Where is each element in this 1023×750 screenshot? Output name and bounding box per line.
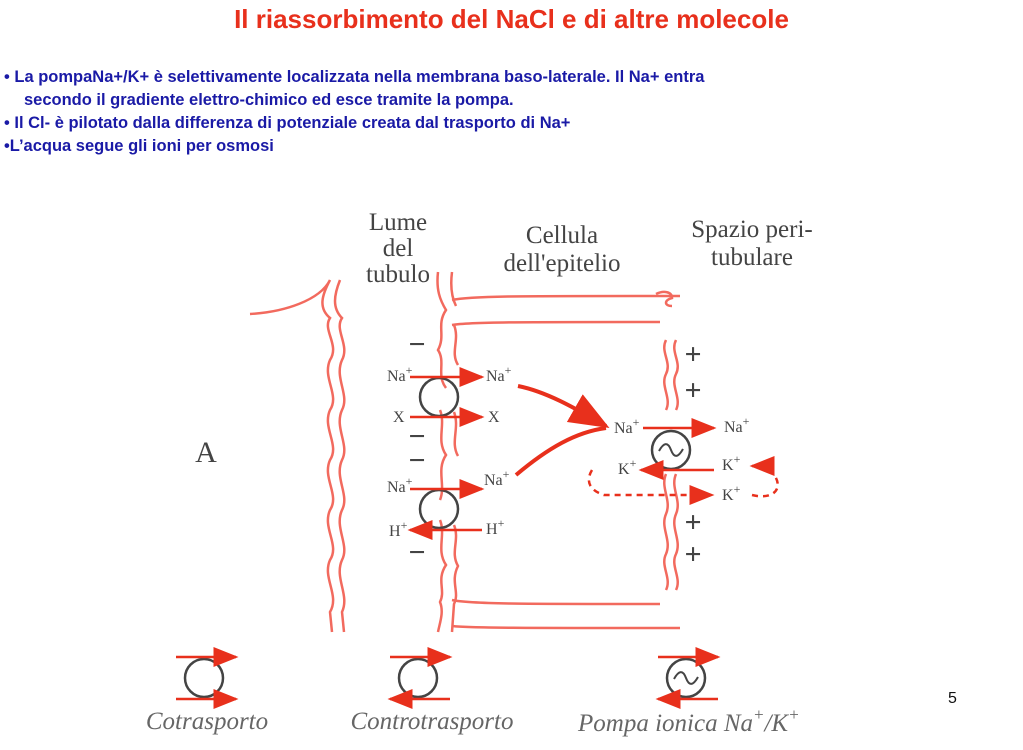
svg-text:−: − <box>408 328 425 361</box>
pump-wave-icon <box>673 671 699 685</box>
label-h-lumen: H+ <box>389 518 408 540</box>
transporter-circle <box>418 488 460 530</box>
svg-text:−: − <box>408 420 425 453</box>
pump-wave-icon <box>658 443 684 457</box>
legend-countertransport: Controtrasporto <box>350 647 514 735</box>
basolateral-charges: + + + + <box>684 338 701 571</box>
bullet-item-1: • La pompaNa+/K+ è selettivamente locali… <box>4 68 705 86</box>
label-h-cell: H+ <box>486 516 505 538</box>
svg-text:dell'epitelio: dell'epitelio <box>504 250 621 277</box>
svg-text:+: + <box>684 506 701 539</box>
label-na-pump-out: Na+ <box>724 414 750 436</box>
svg-text:tubulo: tubulo <box>366 261 430 288</box>
na-flow-arrows <box>514 384 610 477</box>
na-flow-arrow-top <box>517 384 610 428</box>
svg-text:del: del <box>383 235 414 262</box>
svg-text:−: − <box>408 536 425 569</box>
svg-text:+: + <box>684 338 701 371</box>
label-k-pump-in: K+ <box>618 456 637 478</box>
bullet-item-2: • Il Cl- è pilotato dalla differenza di … <box>4 114 571 132</box>
label-na-pump-in: Na+ <box>614 415 640 437</box>
na-k-pump: Na+ Na+ K+ K+ K+ <box>587 414 779 505</box>
legend-countertransport-label: Controtrasporto <box>350 708 513 735</box>
bullet-list: • La pompaNa+/K+ è selettivamente locali… <box>4 66 1004 158</box>
svg-text:Lume: Lume <box>369 209 427 236</box>
legend-pump: Pompa ionica Na+/K+ <box>577 647 800 737</box>
panel-label: A <box>195 436 217 469</box>
label-na-cell-2: Na+ <box>484 467 510 489</box>
header-epithelial-cell: Cellula dell'epitelio <box>504 222 621 277</box>
membranes <box>249 271 681 633</box>
transporter-circle <box>418 376 460 418</box>
legend-cotransport-label: Cotrasporto <box>146 708 268 735</box>
tight-junction-top <box>451 294 680 302</box>
legend-pump-label: Pompa ionica Na+/K+ <box>577 705 800 737</box>
label-x-cell: X <box>488 409 500 426</box>
bullet-item-3: •L’acqua segue gli ioni per osmosi <box>4 137 274 155</box>
svg-text:tubulare: tubulare <box>711 244 793 271</box>
apical-membrane <box>436 271 448 633</box>
label-na-lumen-2: Na+ <box>387 474 413 496</box>
bullet-item-1-continued: secondo il gradiente elettro-chimico ed … <box>24 91 514 109</box>
label-x-lumen: X <box>393 409 405 426</box>
header-lumen: Lume del tubulo <box>366 209 430 288</box>
left-tubule-wall <box>249 279 335 633</box>
na-h-countertransporter: Na+ Na+ H+ H+ <box>387 467 510 540</box>
svg-text:Cellula: Cellula <box>526 222 598 249</box>
na-x-cotransporter: Na+ Na+ X X <box>387 363 512 427</box>
label-na-lumen-1: Na+ <box>387 363 413 385</box>
na-flow-arrow-bottom <box>514 426 607 477</box>
apical-charges: − − − − <box>408 328 425 569</box>
label-k-pump-out: K+ <box>722 452 741 474</box>
svg-text:+: + <box>684 538 701 571</box>
legend-cotransport: Cotrasporto <box>146 647 268 735</box>
label-na-cell-1: Na+ <box>486 363 512 385</box>
svg-text:Spazio peri-: Spazio peri- <box>691 216 812 243</box>
tight-junction-bottom <box>451 598 661 606</box>
svg-text:−: − <box>408 444 425 477</box>
basolateral-membrane <box>663 339 669 591</box>
label-k-leak: K+ <box>722 482 741 504</box>
k-leak-arrow-left <box>587 469 715 505</box>
header-peritubular-space: Spazio peri- tubulare <box>691 216 812 271</box>
slide-title: Il riassorbimento del NaCl e di altre mo… <box>234 4 789 34</box>
svg-text:+: + <box>684 374 701 407</box>
page-number: 5 <box>948 690 957 707</box>
k-leak-arrow-right <box>749 456 779 498</box>
